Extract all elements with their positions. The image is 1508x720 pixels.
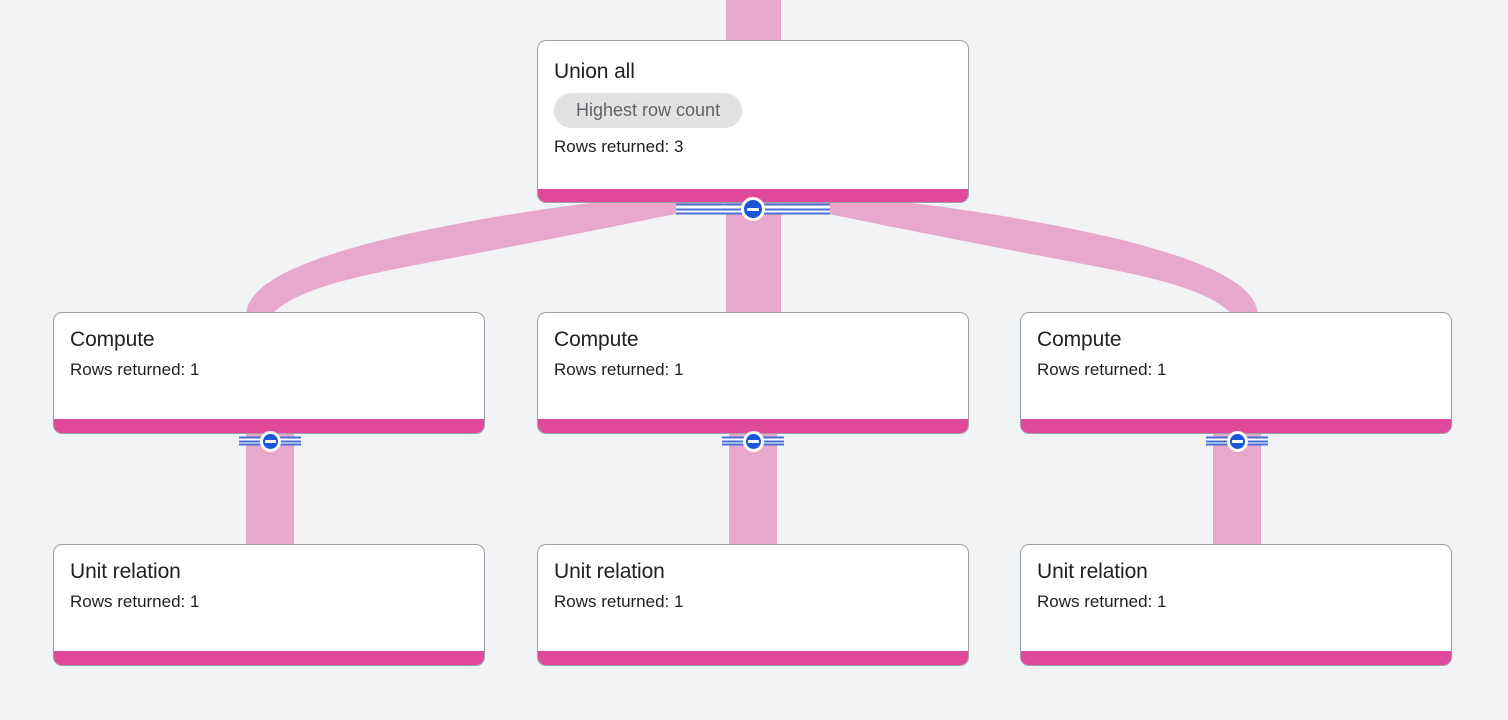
collapse-toggle-union-all[interactable] bbox=[676, 196, 830, 222]
node-rows-returned: Rows returned: 1 bbox=[554, 360, 684, 379]
node-body: Union all Highest row count Rows returne… bbox=[538, 41, 968, 189]
node-title: Unit relation bbox=[1037, 560, 1148, 583]
node-compute-3[interactable]: Compute Rows returned: 1 bbox=[1020, 312, 1452, 434]
node-title: Unit relation bbox=[554, 560, 665, 583]
node-accent-bar bbox=[54, 419, 484, 433]
node-unit-relation-1[interactable]: Unit relation Rows returned: 1 bbox=[53, 544, 485, 666]
node-unit-relation-3[interactable]: Unit relation Rows returned: 1 bbox=[1020, 544, 1452, 666]
node-title: Compute bbox=[554, 328, 639, 351]
minus-circle-icon[interactable] bbox=[259, 430, 281, 452]
node-rows-returned: Rows returned: 1 bbox=[1037, 360, 1167, 379]
node-unit-relation-2[interactable]: Unit relation Rows returned: 1 bbox=[537, 544, 969, 666]
toggle-rule-left-icon bbox=[239, 436, 261, 446]
edge-root-compute-3 bbox=[782, 192, 1258, 316]
node-accent-bar bbox=[538, 189, 968, 202]
node-body: Unit relation Rows returned: 1 bbox=[54, 545, 484, 651]
node-compute-1[interactable]: Compute Rows returned: 1 bbox=[53, 312, 485, 434]
node-title: Compute bbox=[70, 328, 155, 351]
node-body: Unit relation Rows returned: 1 bbox=[1021, 545, 1451, 651]
node-title: Unit relation bbox=[70, 560, 181, 583]
toggle-rule-right-icon bbox=[1246, 436, 1268, 446]
node-rows-returned: Rows returned: 1 bbox=[70, 360, 200, 379]
minus-circle-icon[interactable] bbox=[1226, 430, 1248, 452]
node-accent-bar bbox=[1021, 419, 1451, 433]
minus-circle-icon[interactable] bbox=[741, 197, 765, 221]
minus-circle-icon[interactable] bbox=[742, 430, 764, 452]
node-title: Union all bbox=[554, 60, 635, 83]
toggle-rule-right-icon bbox=[762, 436, 784, 446]
node-rows-returned: Rows returned: 1 bbox=[1037, 592, 1167, 611]
collapse-toggle-compute-1[interactable] bbox=[238, 429, 302, 453]
edge-inflow-root bbox=[726, 0, 781, 42]
collapse-toggle-compute-3[interactable] bbox=[1205, 429, 1269, 453]
node-union-all[interactable]: Union all Highest row count Rows returne… bbox=[537, 40, 969, 203]
node-rows-returned: Rows returned: 3 bbox=[554, 137, 684, 156]
edge-root-compute-1 bbox=[246, 192, 722, 316]
toggle-rule-right-icon bbox=[279, 436, 301, 446]
node-accent-bar bbox=[538, 419, 968, 433]
node-badge-row: Highest row count bbox=[554, 93, 952, 128]
node-accent-bar bbox=[1021, 651, 1451, 665]
node-accent-bar bbox=[538, 651, 968, 665]
node-compute-2[interactable]: Compute Rows returned: 1 bbox=[537, 312, 969, 434]
node-body: Compute Rows returned: 1 bbox=[54, 313, 484, 419]
toggle-rule-left-icon bbox=[722, 436, 744, 446]
toggle-rule-right-icon bbox=[764, 203, 830, 215]
node-rows-returned: Rows returned: 1 bbox=[554, 592, 684, 611]
node-title: Compute bbox=[1037, 328, 1122, 351]
collapse-toggle-compute-2[interactable] bbox=[721, 429, 785, 453]
highest-row-count-badge: Highest row count bbox=[554, 93, 743, 128]
node-body: Compute Rows returned: 1 bbox=[538, 313, 968, 419]
node-rows-returned: Rows returned: 1 bbox=[70, 592, 200, 611]
node-body: Unit relation Rows returned: 1 bbox=[538, 545, 968, 651]
node-accent-bar bbox=[54, 651, 484, 665]
node-body: Compute Rows returned: 1 bbox=[1021, 313, 1451, 419]
toggle-rule-left-icon bbox=[1206, 436, 1228, 446]
toggle-rule-left-icon bbox=[676, 203, 742, 215]
